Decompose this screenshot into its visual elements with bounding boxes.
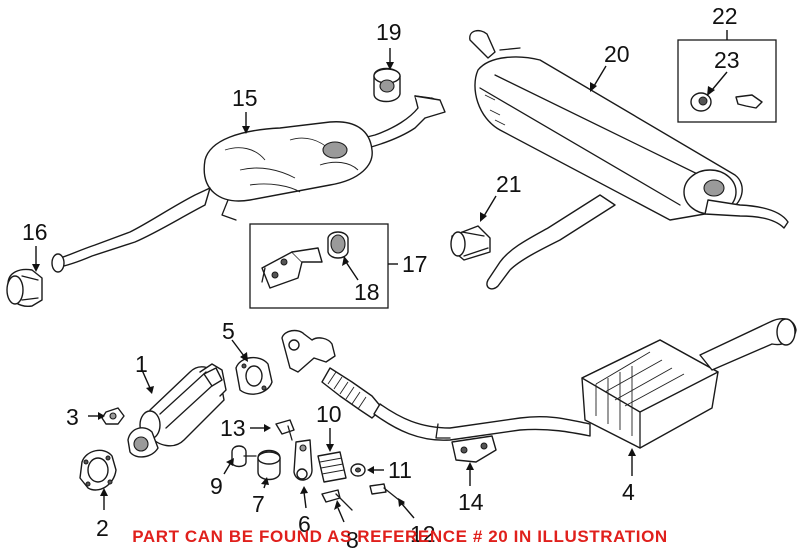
callout-17: 17: [402, 251, 428, 277]
callout-14: 14: [458, 489, 484, 515]
washer-part-11: [350, 463, 366, 477]
callout-10: 10: [316, 401, 342, 427]
callout-1: 1: [135, 351, 148, 377]
callout-11: 11: [388, 457, 412, 483]
bolt-part-8: [321, 489, 353, 511]
callout-3: 3: [66, 404, 79, 430]
isolator-part-23: [690, 92, 763, 112]
isolator-part-18: [327, 231, 349, 259]
reference-note: PART CAN BE FOUND AS REFERENCE # 20 IN I…: [132, 527, 668, 546]
gasket-part-5: [235, 357, 273, 395]
callout-21: 21: [496, 171, 522, 197]
clamp-part-21: [450, 225, 491, 261]
callout-15: 15: [232, 85, 258, 111]
callout-7: 7: [252, 491, 265, 517]
leader-lines: [32, 48, 728, 523]
callout-6: 6: [298, 511, 311, 537]
catalytic-converter-part-1: [127, 363, 227, 458]
callout-5: 5: [222, 318, 235, 344]
hanger-kit-box-part-22: [677, 30, 777, 123]
callout-22: 22: [712, 3, 738, 29]
callout-12: 12: [410, 521, 436, 547]
callout-19: 19: [376, 19, 402, 45]
isolator-ring-part-19: [373, 67, 401, 103]
bracket-part-6: [293, 439, 313, 481]
callout-23: 23: [714, 47, 740, 73]
callout-18: 18: [354, 279, 380, 305]
callout-20: 20: [604, 41, 630, 67]
callout-4: 4: [622, 479, 635, 505]
callout-8: 8: [346, 527, 359, 553]
bolt-part-13: [275, 419, 295, 441]
front-pipe-muffler-part-4: [281, 318, 797, 449]
spring-part-10: [317, 451, 347, 483]
hanger-part-14: [451, 435, 497, 463]
bushing-part-7: [257, 449, 281, 481]
callout-2: 2: [96, 515, 109, 541]
bolt-part-9: [231, 445, 257, 468]
callout-16: 16: [22, 219, 48, 245]
nut-part-3: [101, 407, 125, 425]
callout-9: 9: [210, 473, 223, 499]
callout-13: 13: [220, 415, 246, 441]
clamp-part-16: [6, 268, 43, 307]
bracket-kit-box-part-17: [249, 223, 398, 309]
gasket-part-2: [79, 449, 117, 491]
center-muffler-pipe-part-15: [51, 95, 446, 273]
rear-muffler-part-20: [469, 29, 789, 290]
callout-labels: 1 2 3 4 5 6 7 8 9 10 11 12 13 14 15 16 1…: [22, 3, 740, 553]
